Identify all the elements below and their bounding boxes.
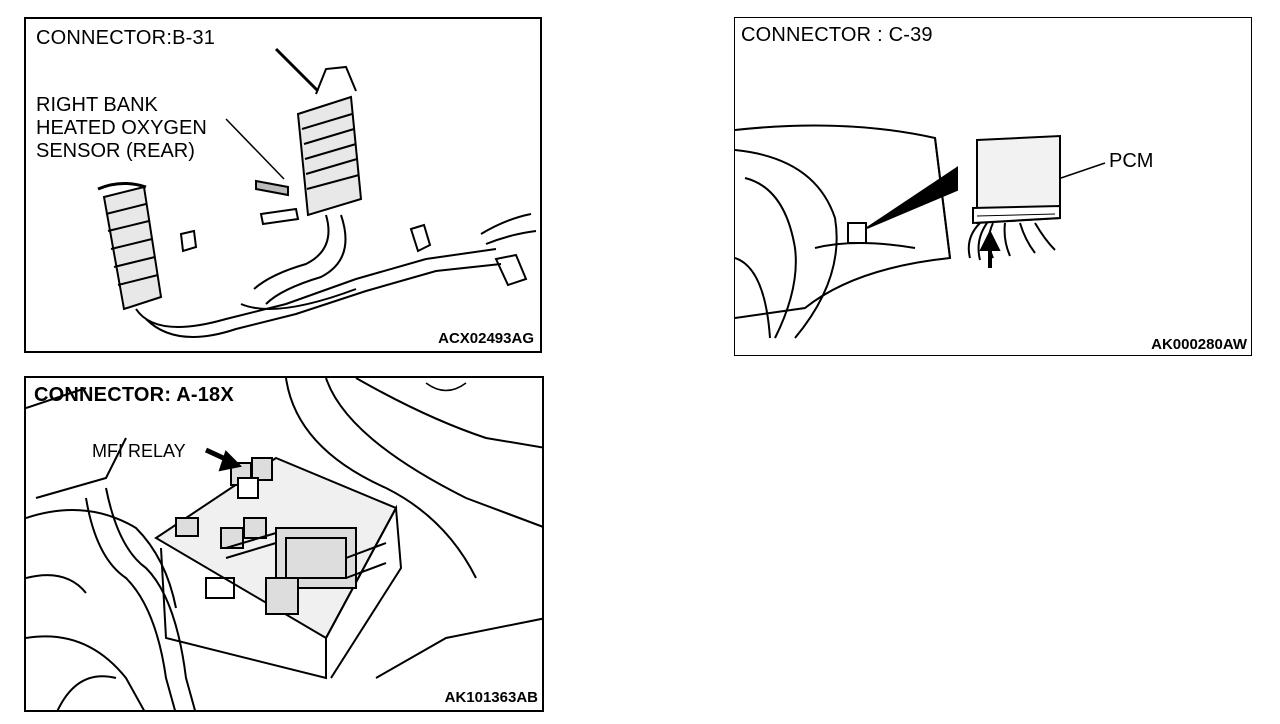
- dashboard-pcm-icon: [735, 124, 1106, 339]
- connector-title: CONNECTOR: A-18X: [34, 384, 234, 406]
- figure-code: AK000280AW: [1151, 336, 1247, 353]
- connector-c39-panel: CONNECTOR : C-39 PCM AK000280AW: [734, 17, 1252, 356]
- pcm-label: PCM: [1109, 150, 1154, 172]
- relay-label: MFI RELAY: [92, 441, 186, 461]
- sensor-label: RIGHT BANK HEATED OXYGEN SENSOR (REAR): [36, 94, 207, 162]
- connector-title: CONNECTOR : C-39: [741, 24, 933, 46]
- exhaust-catalytic-converter-icon: [97, 47, 537, 338]
- connector-title: CONNECTOR:B-31: [36, 27, 216, 49]
- connector-a18x-panel: CONNECTOR: A-18X MFI RELAY AK101363AB: [24, 376, 544, 712]
- connector-b31-panel: CONNECTOR:B-31 RIGHT BANK HEATED OXYGEN …: [24, 17, 542, 353]
- figure-code: AK101363AB: [444, 689, 538, 706]
- engine-bay-relay-box-icon: [26, 378, 542, 710]
- figure-code: ACX02493AG: [438, 330, 534, 347]
